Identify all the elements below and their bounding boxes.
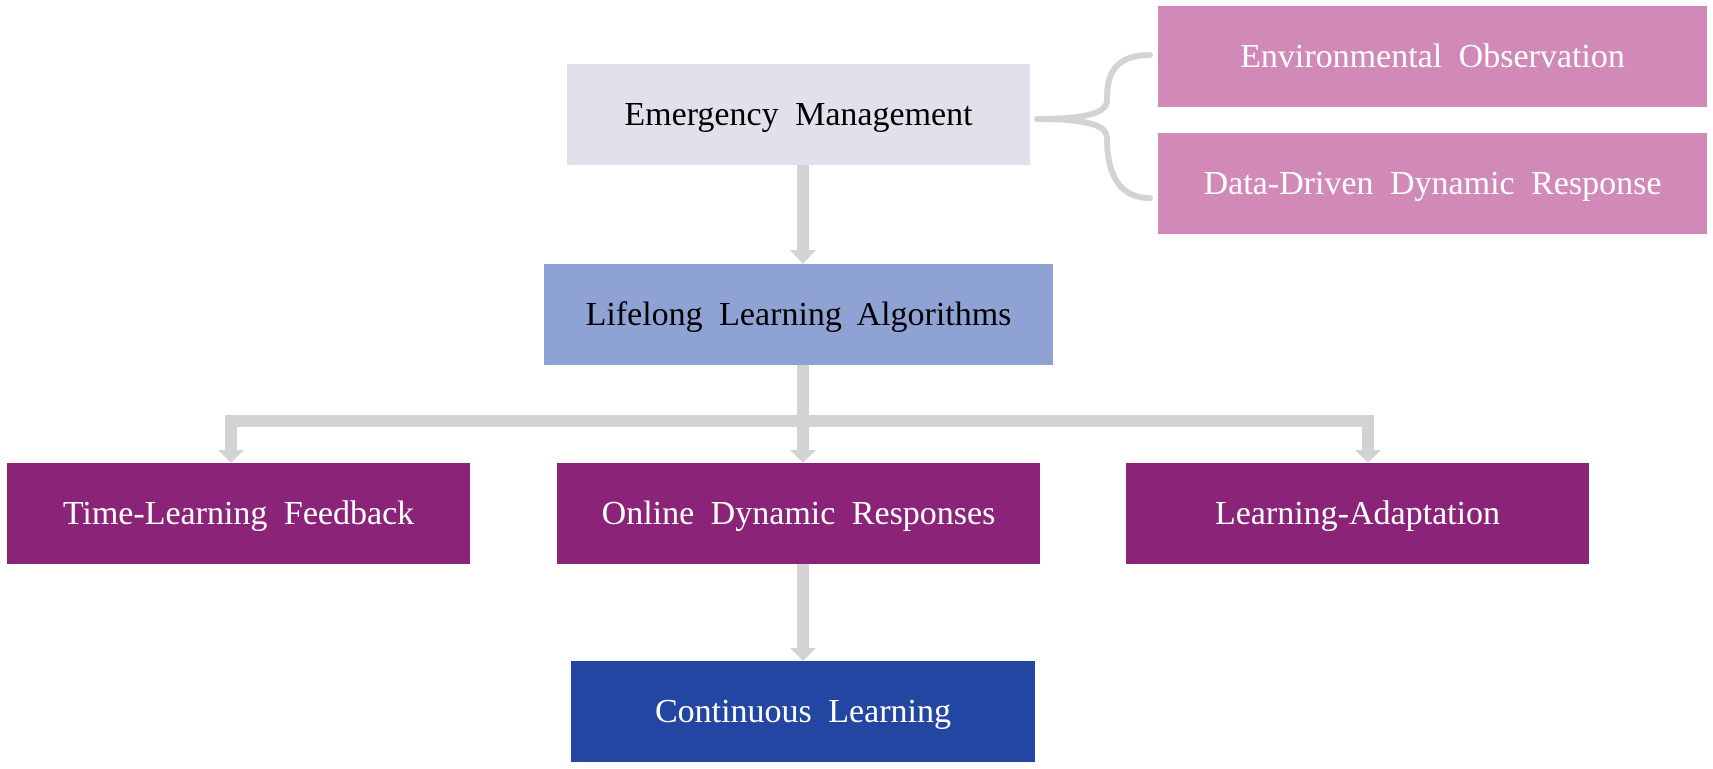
arrowhead-learning-adapt xyxy=(1355,450,1381,463)
node-label: Continuous Learning xyxy=(654,692,952,730)
node-learning-adaptation: Learning-Adaptation xyxy=(1126,463,1589,564)
arrowhead-time-learning xyxy=(218,450,244,463)
brace-connector xyxy=(1034,52,1153,201)
node-label: Environmental Observation xyxy=(1240,37,1625,75)
node-time-learning-feedback: Time-Learning Feedback xyxy=(7,463,470,564)
node-label: Emergency Management xyxy=(624,95,973,133)
node-data-driven-dynamic-response: Data-Driven Dynamic Response xyxy=(1158,133,1707,234)
node-label: Lifelong Learning Algorithms xyxy=(585,295,1012,333)
node-label: Learning-Adaptation xyxy=(1214,494,1501,532)
arrowhead-continuous xyxy=(790,648,816,661)
node-label: Online Dynamic Responses xyxy=(601,494,996,532)
arrowhead-lifelong xyxy=(790,250,816,264)
arrowhead-online-dynamic xyxy=(790,450,816,463)
node-online-dynamic-responses: Online Dynamic Responses xyxy=(557,463,1040,564)
node-lifelong-learning-algorithms: Lifelong Learning Algorithms xyxy=(544,264,1053,365)
node-emergency-management: Emergency Management xyxy=(567,64,1030,165)
node-environmental-observation: Environmental Observation xyxy=(1158,6,1707,107)
node-label: Time-Learning Feedback xyxy=(62,494,415,532)
node-continuous-learning: Continuous Learning xyxy=(571,661,1035,762)
node-label: Data-Driven Dynamic Response xyxy=(1203,164,1662,202)
